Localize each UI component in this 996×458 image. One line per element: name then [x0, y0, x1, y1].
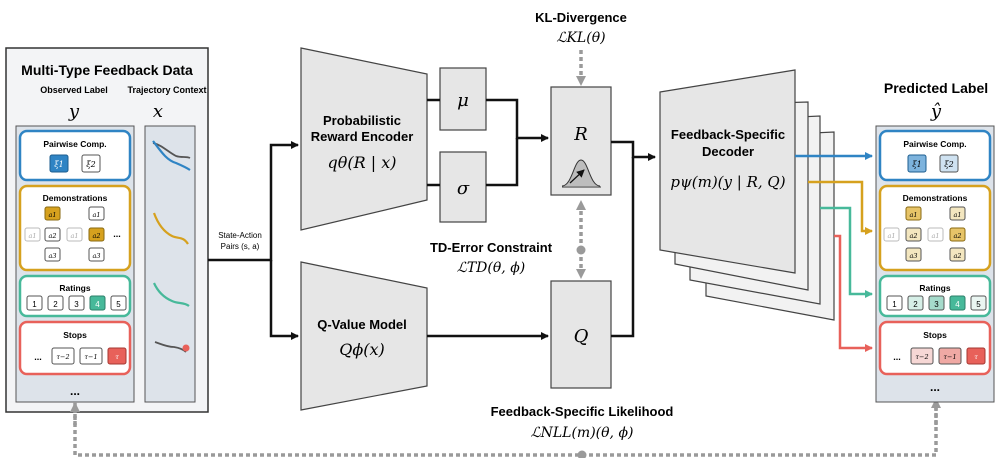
stops-title: Stops: [63, 330, 87, 340]
svg-text:a3: a3: [48, 252, 56, 260]
right-rating-5: 5: [976, 300, 981, 309]
right-demonstrations-section: Demonstrations a1 a1 a1 a2 a1 a2 a3 a2: [878, 184, 992, 272]
svg-text:a1: a1: [92, 211, 100, 219]
pairwise-title: Pairwise Comp.: [43, 139, 106, 149]
left-panel-title: Multi-Type Feedback Data: [21, 62, 193, 78]
trajectory-context-header: Trajectory Context: [127, 85, 206, 95]
mu-box: μ: [439, 67, 487, 131]
right-ratings-title: Ratings: [919, 283, 950, 293]
svg-text:a3: a3: [909, 252, 917, 260]
kl-title: KL-Divergence: [535, 10, 627, 25]
svg-text:a1: a1: [28, 232, 36, 240]
decoder-title-1: Feedback-Specific: [671, 127, 785, 142]
r-box: R: [550, 86, 612, 196]
q-box: Q: [550, 280, 612, 389]
state-action-label-line1: State-Action: [218, 231, 262, 240]
right-rating-1: 1: [892, 300, 897, 309]
right-rating-2: 2: [913, 300, 918, 309]
right-xi2: ξ2: [944, 160, 954, 169]
td-formula: ℒTD(θ, ϕ): [457, 260, 525, 276]
svg-text:a1: a1: [909, 211, 917, 219]
svg-text:a3: a3: [92, 252, 100, 260]
x-symbol: x: [153, 101, 163, 122]
rating-1: 1: [32, 300, 37, 309]
decoder-block: Feedback-Specific Decoder pψ(m)(y | R, Q…: [659, 69, 835, 321]
right-panel: Predicted Label ŷ Pairwise Comp. ξ1 ξ2 D…: [875, 80, 995, 403]
decoder-formula: pψ(m)(y | R, Q): [670, 173, 785, 191]
right-demonstrations-title: Demonstrations: [903, 193, 968, 203]
kl-formula: ℒKL(θ): [556, 30, 605, 46]
q-model-formula: Qϕ(x): [339, 340, 385, 359]
xi1-item: ξ1: [54, 160, 64, 169]
rating-2: 2: [53, 300, 58, 309]
right-ratings-section: Ratings 1 2 3 4 5: [878, 274, 992, 318]
right-xi1: ξ1: [912, 160, 922, 169]
reward-encoder-title-2: Reward Encoder: [311, 129, 414, 144]
q-value-model-block: Q-Value Model Qϕ(x): [300, 261, 428, 411]
svg-text:a2: a2: [48, 232, 56, 240]
state-action-label-line2: Pairs (s, a): [221, 242, 260, 251]
sigma-box: σ: [439, 151, 487, 223]
stop-tau-2: τ−2: [56, 353, 69, 361]
mu-symbol: μ: [457, 90, 469, 111]
ratings-title: Ratings: [59, 283, 90, 293]
nll-title: Feedback-Specific Likelihood: [491, 404, 674, 419]
svg-text:a2: a2: [909, 232, 917, 240]
left-stops-section: Stops ... τ−2 τ−1 τ: [18, 320, 132, 376]
left-panel: Multi-Type Feedback Data Observed Label …: [5, 47, 209, 413]
svg-text:a2: a2: [92, 232, 100, 240]
svg-text:a2: a2: [953, 232, 961, 240]
y-hat-symbol: ŷ: [930, 101, 942, 122]
svg-text:a1: a1: [48, 211, 56, 219]
nll-formula: ℒNLL(m)(θ, ϕ): [531, 425, 634, 441]
right-stops-title: Stops: [923, 330, 947, 340]
right-pairwise-section: Pairwise Comp. ξ1 ξ2: [878, 129, 992, 182]
svg-text:a1: a1: [887, 232, 895, 240]
r-symbol: R: [573, 124, 588, 145]
sigma-symbol: σ: [457, 178, 470, 199]
left-more-dots: ...: [70, 384, 80, 398]
q-model-title: Q-Value Model: [317, 317, 407, 332]
observed-label-header: Observed Label: [40, 85, 108, 95]
right-more-dots: ...: [930, 380, 940, 394]
reward-encoder-block: Probabilistic Reward Encoder qθ(R | x): [300, 47, 428, 231]
stop-tau-1: τ−1: [84, 353, 97, 361]
right-rating-4: 4: [955, 300, 960, 309]
rating-3: 3: [74, 300, 79, 309]
y-symbol: y: [68, 101, 80, 122]
reward-encoder-formula: qθ(R | x): [328, 153, 397, 172]
decoder-title-2: Decoder: [702, 144, 754, 159]
reward-encoder-title-1: Probabilistic: [323, 113, 401, 128]
right-stop-tau: τ: [974, 353, 978, 361]
right-stop-tau-1: τ−1: [943, 353, 956, 361]
rating-4: 4: [95, 300, 100, 309]
right-panel-title: Predicted Label: [884, 80, 988, 96]
right-rating-3: 3: [934, 300, 939, 309]
svg-text:a1: a1: [931, 232, 939, 240]
svg-text:a2: a2: [953, 252, 961, 260]
left-pairwise-section: Pairwise Comp. ξ1 ξ2: [18, 129, 132, 182]
td-title: TD-Error Constraint: [430, 240, 553, 255]
decoder-output-arrows: [795, 152, 873, 352]
rating-5: 5: [116, 300, 121, 309]
trajectory-curves: [152, 140, 191, 353]
q-symbol: Q: [574, 326, 589, 347]
stops-leading: ...: [34, 352, 42, 362]
svg-text:a1: a1: [70, 232, 78, 240]
xi2-item: ξ2: [86, 160, 96, 169]
right-pairwise-title: Pairwise Comp.: [903, 139, 966, 149]
demonstrations-ellipsis: ...: [113, 229, 121, 239]
left-demonstrations-section: Demonstrations a1 a1 a1 a2 a1 a2 ... a3 …: [18, 184, 132, 272]
right-stops-section: Stops ... τ−2 τ−1 τ: [878, 320, 992, 376]
input-arrows: [208, 141, 299, 340]
right-stops-leading: ...: [893, 352, 901, 362]
left-ratings-section: Ratings 1 2 3 4 5: [18, 274, 132, 318]
svg-text:a1: a1: [953, 211, 961, 219]
demonstrations-title: Demonstrations: [43, 193, 108, 203]
right-stop-tau-2: τ−2: [915, 353, 928, 361]
stop-tau: τ: [115, 353, 119, 361]
